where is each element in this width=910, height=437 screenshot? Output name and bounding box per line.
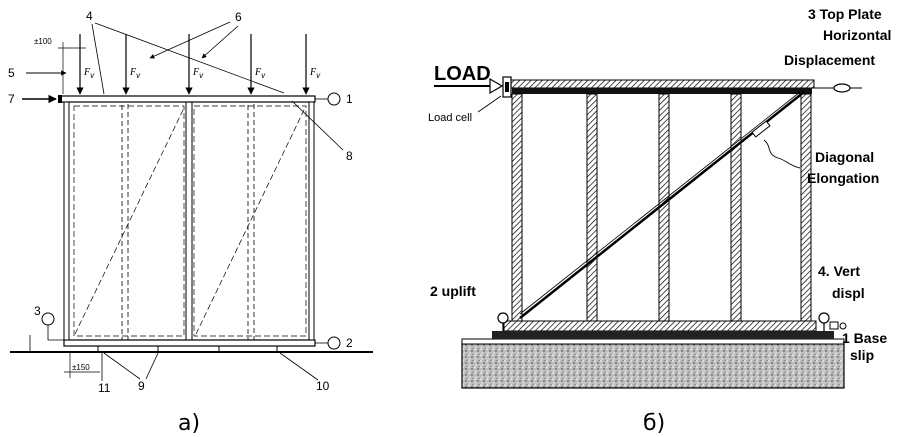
top-plate-line-3: Displacement: [784, 52, 875, 68]
diagram-b: LOAD Load cell 3 Top Plate Horizontal Di…: [428, 6, 891, 436]
svg-text:Fv: Fv: [254, 67, 266, 80]
base-line-2: slip: [850, 347, 874, 363]
gauge-2-icon: [327, 336, 341, 350]
caption-a: а): [178, 411, 200, 436]
callout-3: 3: [34, 304, 41, 318]
gauge-3-icon: [41, 312, 55, 326]
vertical-gauge-icon: [818, 312, 830, 324]
stud-left: [63, 101, 70, 341]
anchor-bolts: [94, 345, 281, 352]
callout-4: 4: [86, 9, 93, 23]
callout-6: 6: [235, 10, 242, 24]
top-plate-line-2: Horizontal: [823, 27, 891, 43]
dim-bottom-label: ±150: [72, 363, 90, 372]
vert-line-2: displ: [832, 285, 865, 301]
diagram-a: Fv Fv Fv Fv Fv ±100 5 7 4 6 1 8: [8, 9, 373, 436]
callout-11: 11: [98, 381, 111, 395]
load-label: LOAD: [434, 63, 491, 85]
top-plate-line-1: 3 Top Plate: [808, 6, 882, 22]
board-1: [73, 105, 185, 337]
vertical-forces: [76, 34, 310, 95]
caption-b: б): [643, 411, 665, 436]
load-arrow-icon: [489, 77, 504, 95]
bottom-plate: [63, 339, 316, 347]
callout-7: 7: [8, 92, 15, 106]
base-block: [461, 342, 845, 389]
diagonal-line-2: Elongation: [807, 170, 879, 186]
wall-stud-left: [511, 93, 523, 322]
dim-top-label: ±100: [34, 37, 52, 46]
svg-text:Fv: Fv: [192, 67, 204, 80]
uplift-label: 2 uplift: [430, 283, 476, 299]
callout-10: 10: [316, 379, 330, 393]
load-cell-label: Load cell: [428, 112, 472, 124]
wall-bottom-plate: [503, 320, 817, 332]
board-diagonal-1: [74, 107, 185, 335]
stud-inner-1: [121, 101, 129, 341]
svg-text:Fv: Fv: [129, 67, 141, 80]
top-plate: [59, 95, 316, 103]
wall-stud-right: [800, 93, 812, 322]
base-line-1: 1 Base: [842, 330, 887, 346]
stud-right: [308, 101, 315, 341]
callout-1: 1: [346, 92, 353, 106]
gauge-1-icon: [327, 92, 341, 106]
callout-5: 5: [8, 66, 15, 80]
svg-text:Fv: Fv: [83, 67, 95, 80]
stud-inner-3: [247, 101, 255, 341]
stud-inner-2: [185, 101, 193, 341]
base-slip-gauge-icon: [829, 321, 839, 330]
force-labels: Fv Fv Fv Fv Fv: [83, 67, 321, 80]
board-diagonal-2: [195, 107, 306, 335]
horizontal-gauge-icon: [833, 83, 851, 93]
board-2: [193, 105, 307, 337]
callout-9: 9: [138, 379, 145, 393]
callout-2: 2: [346, 336, 353, 350]
wall-top-plate: [507, 79, 815, 89]
uplift-gauge-icon: [497, 312, 509, 324]
vert-line-1: 4. Vert: [818, 263, 860, 279]
svg-text:Fv: Fv: [309, 67, 321, 80]
callout-8: 8: [346, 149, 353, 163]
wall-stud-2: [586, 93, 598, 322]
diagonal-line-1: Diagonal: [815, 149, 874, 165]
wall-stud-4: [730, 93, 742, 322]
